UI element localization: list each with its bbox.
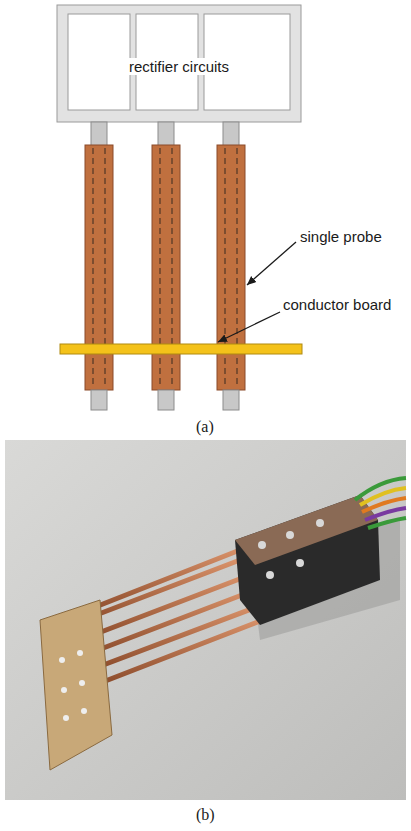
photo: [5, 440, 406, 800]
rectifier-circuits-box: rectifier circuits: [57, 5, 301, 122]
panel-caption: (b): [196, 806, 215, 824]
part-label: conductor board: [283, 296, 391, 313]
leader-line: [218, 312, 280, 342]
conductor-board: [60, 344, 302, 354]
part-label: single probe: [300, 228, 382, 245]
box-label: rectifier circuits: [126, 58, 232, 75]
rectifier-frame: [57, 5, 301, 122]
panel-caption: (a): [196, 418, 214, 436]
pin: [91, 122, 239, 148]
pin: [91, 390, 239, 410]
leader-line: [247, 242, 296, 285]
